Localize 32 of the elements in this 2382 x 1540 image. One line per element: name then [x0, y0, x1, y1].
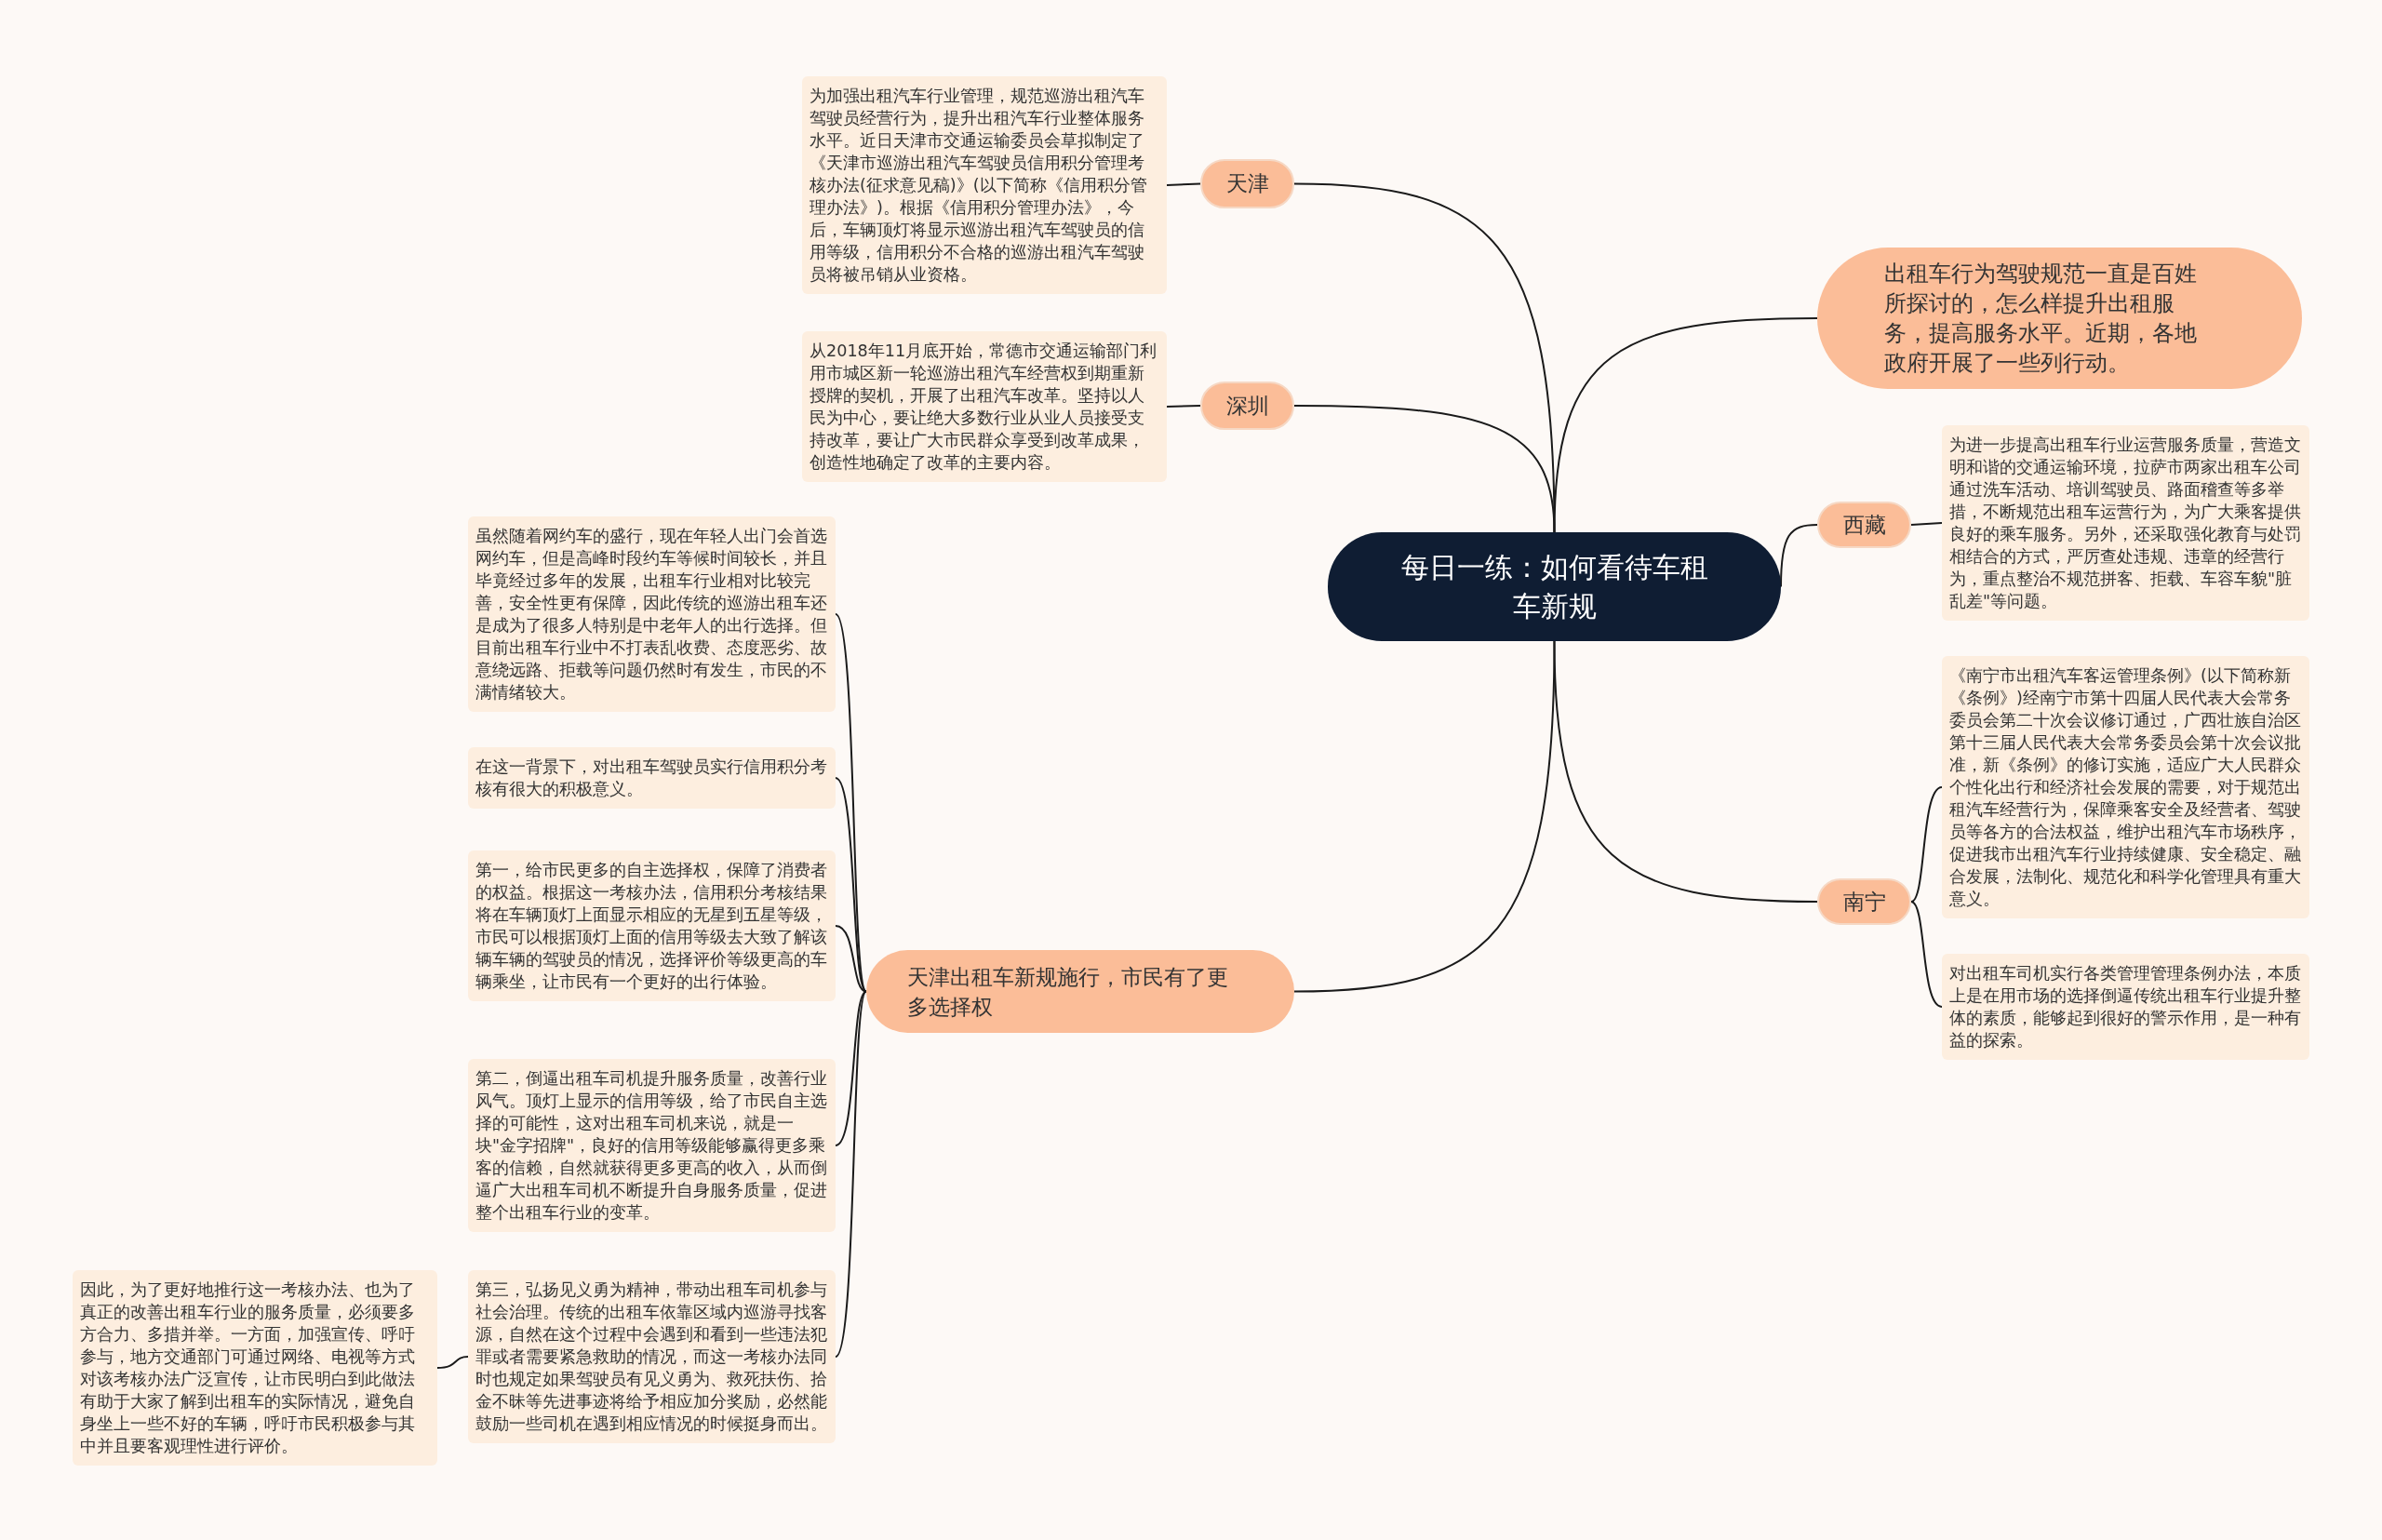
text-card: 为进一步提高出租车行业运营服务质量，营造文明和谐的交通运输环境，拉萨市两家出租车公司通过洗车活动、培训驾驶员、路面稽查等多举措，不断规范出租车运营行为，为广大乘客提供良好的乘车服务。另外，还采取强化教育与处罚相结合的方式，严厉查处违规、违章的经营行为，重点整治不规范拼客、拒载、车容车貌"脏乱差"等问题。 [1942, 425, 2309, 621]
text-card: 第二，倒逼出租车司机提升服务质量，改善行业风气。顶灯上显示的信用等级，给了市民自主选择的可能性，这对出租车司机来说，就是一块"金字招牌"，良好的信用等级能够赢得更多乘客的信赖，自然就获得更多更高的收入，从而倒逼广大出租车司机不断提升自身服务质量，促进整个出租车行业的变革。 [468, 1059, 836, 1232]
connector-line [1910, 901, 1943, 1008]
connector-line [1293, 640, 1556, 993]
connector-line [835, 990, 867, 1358]
text-card: 第三，弘扬见义勇为精神，带动出租车司机参与社会治理。传统的出租车依靠区域内巡游寻找客源，自然在这个过程中会遇到和看到一些违法犯罪或者需要紧急救助的情况，而这一考核办法同时也规定如果驾驶员有见义勇为、救死扶伤、拾金不昧等先进事迹将给予相应加分奖励，必然能鼓励一些司机在遇到相应情况的时候挺身而出。 [468, 1270, 836, 1443]
connector-line [436, 1356, 469, 1369]
text-card: 在这一背景下，对出租车驾驶员实行信用积分考核有很大的积极意义。 [468, 747, 836, 809]
topic-pill: 深圳 [1200, 382, 1294, 430]
text-card: 《南宁市出租汽车客运管理条例》(以下简称新《条例》)经南宁市第十四届人民代表大会常务委员会第二十次会议修订通过，广西壮族自治区第十三届人民代表大会常务委员会第十次会议批准，新《条例》的修订实施，适应广大人民群众个性化出行和经济社会发展的需要，对于规范出租汽车经营行为，保障乘客安全及经营者、驾驶员等各方的合法权益，维护出租汽车市场秩序，促进我市出租汽车行业持续健康、安全稳定、融合发展，法制化、规范化和科学化管理具有重大意义。 [1942, 656, 2309, 918]
connector-line [1293, 405, 1556, 533]
text-card: 对出租车司机实行各类管理管理条例办法，本质上是在用市场的选择倒逼传统出租车行业提升整体的素质，能够起到很好的警示作用，是一种有益的探索。 [1942, 954, 2309, 1060]
connector-line [835, 990, 867, 1146]
connector-line [1553, 640, 1818, 903]
title-node: 每日一练：如何看待车租车新规 [1328, 532, 1781, 641]
text-card: 虽然随着网约车的盛行，现在年轻人出门会首选网约车，但是高峰时段约车等候时间较长，并且毕竟经过多年的发展，出租车行业相对比较完善，安全性更有保障，因此传统的巡游出租车还是成为了很多人特别是中老年人的出行选择。但目前出租车行业中不打表乱收费、态度恶劣、故意绕远路、拒载等问题仍然时有发生，市民的不满情绪较大。 [468, 516, 836, 712]
connector-line [1910, 522, 1943, 526]
text-card: 第一，给市民更多的自主选择权，保障了消费者的权益。根据这一考核办法，信用积分考核结果将在车辆顶灯上面显示相应的无星到五星等级，市民可以根据顶灯上面的信用等级去大致了解该辆车辆的驾驶员的情况，选择评价等级更高的车辆乘坐，让市民有一个更好的出行体验。 [468, 850, 836, 1001]
connector-line [1166, 182, 1201, 186]
topic-pill: 南宁 [1817, 878, 1911, 925]
connector-line [1553, 317, 1818, 533]
topic-pill: 天津 [1200, 159, 1294, 208]
topic-pill: 西藏 [1817, 502, 1911, 548]
text-card: 为加强出租汽车行业管理，规范巡游出租汽车驾驶员经营行为，提升出租汽车行业整体服务水平。近日天津市交通运输委员会草拟制定了《天津市巡游出租汽车驾驶员信用积分管理考核办法(征求意见稿)》(以下简称《信用积分管理办法》)。根据《信用积分管理办法》，今后，车辆顶灯将显示巡游出租汽车驾驶员的信用等级，信用积分不合格的巡游出租汽车驾驶员将被吊销从业资格。 [802, 76, 1167, 294]
text-card: 从2018年11月底开始，常德市交通运输部门利用市城区新一轮巡游出租汽车经营权到期重新授牌的契机，开展了出租汽车改革。坚持以人民为中心，要让绝大多数行业从业人员接受支持改革，要让广大市民群众享受到改革成果，创造性地确定了改革的主要内容。 [802, 331, 1167, 482]
connector-line [1910, 786, 1943, 903]
topic-pill: 天津出租车新规施行，市民有了更多选择权 [866, 950, 1294, 1033]
connector-line [1166, 405, 1201, 408]
text-card: 因此，为了更好地推行这一考核办法、也为了真正的改善出租车行业的服务质量，必须要多方合力、多措并举。一方面，加强宣传、呼吁参与，地方交通部门可通过网络、电视等方式对该考核办法广泛宣传，让市民明白到此做法有助于大家了解到出租车的实际情况，避免自身坐上一些不好的车辆，呼吁市民积极参与其中并且要客观理性进行评价。 [73, 1270, 437, 1466]
topic-pill: 出租车行为驾驶规范一直是百姓所探讨的，怎么样提升出租服务，提高服务水平。近期，各地政府开展了一些列行动。 [1817, 248, 2302, 389]
connector-line [835, 777, 867, 993]
connector-line [835, 925, 867, 993]
